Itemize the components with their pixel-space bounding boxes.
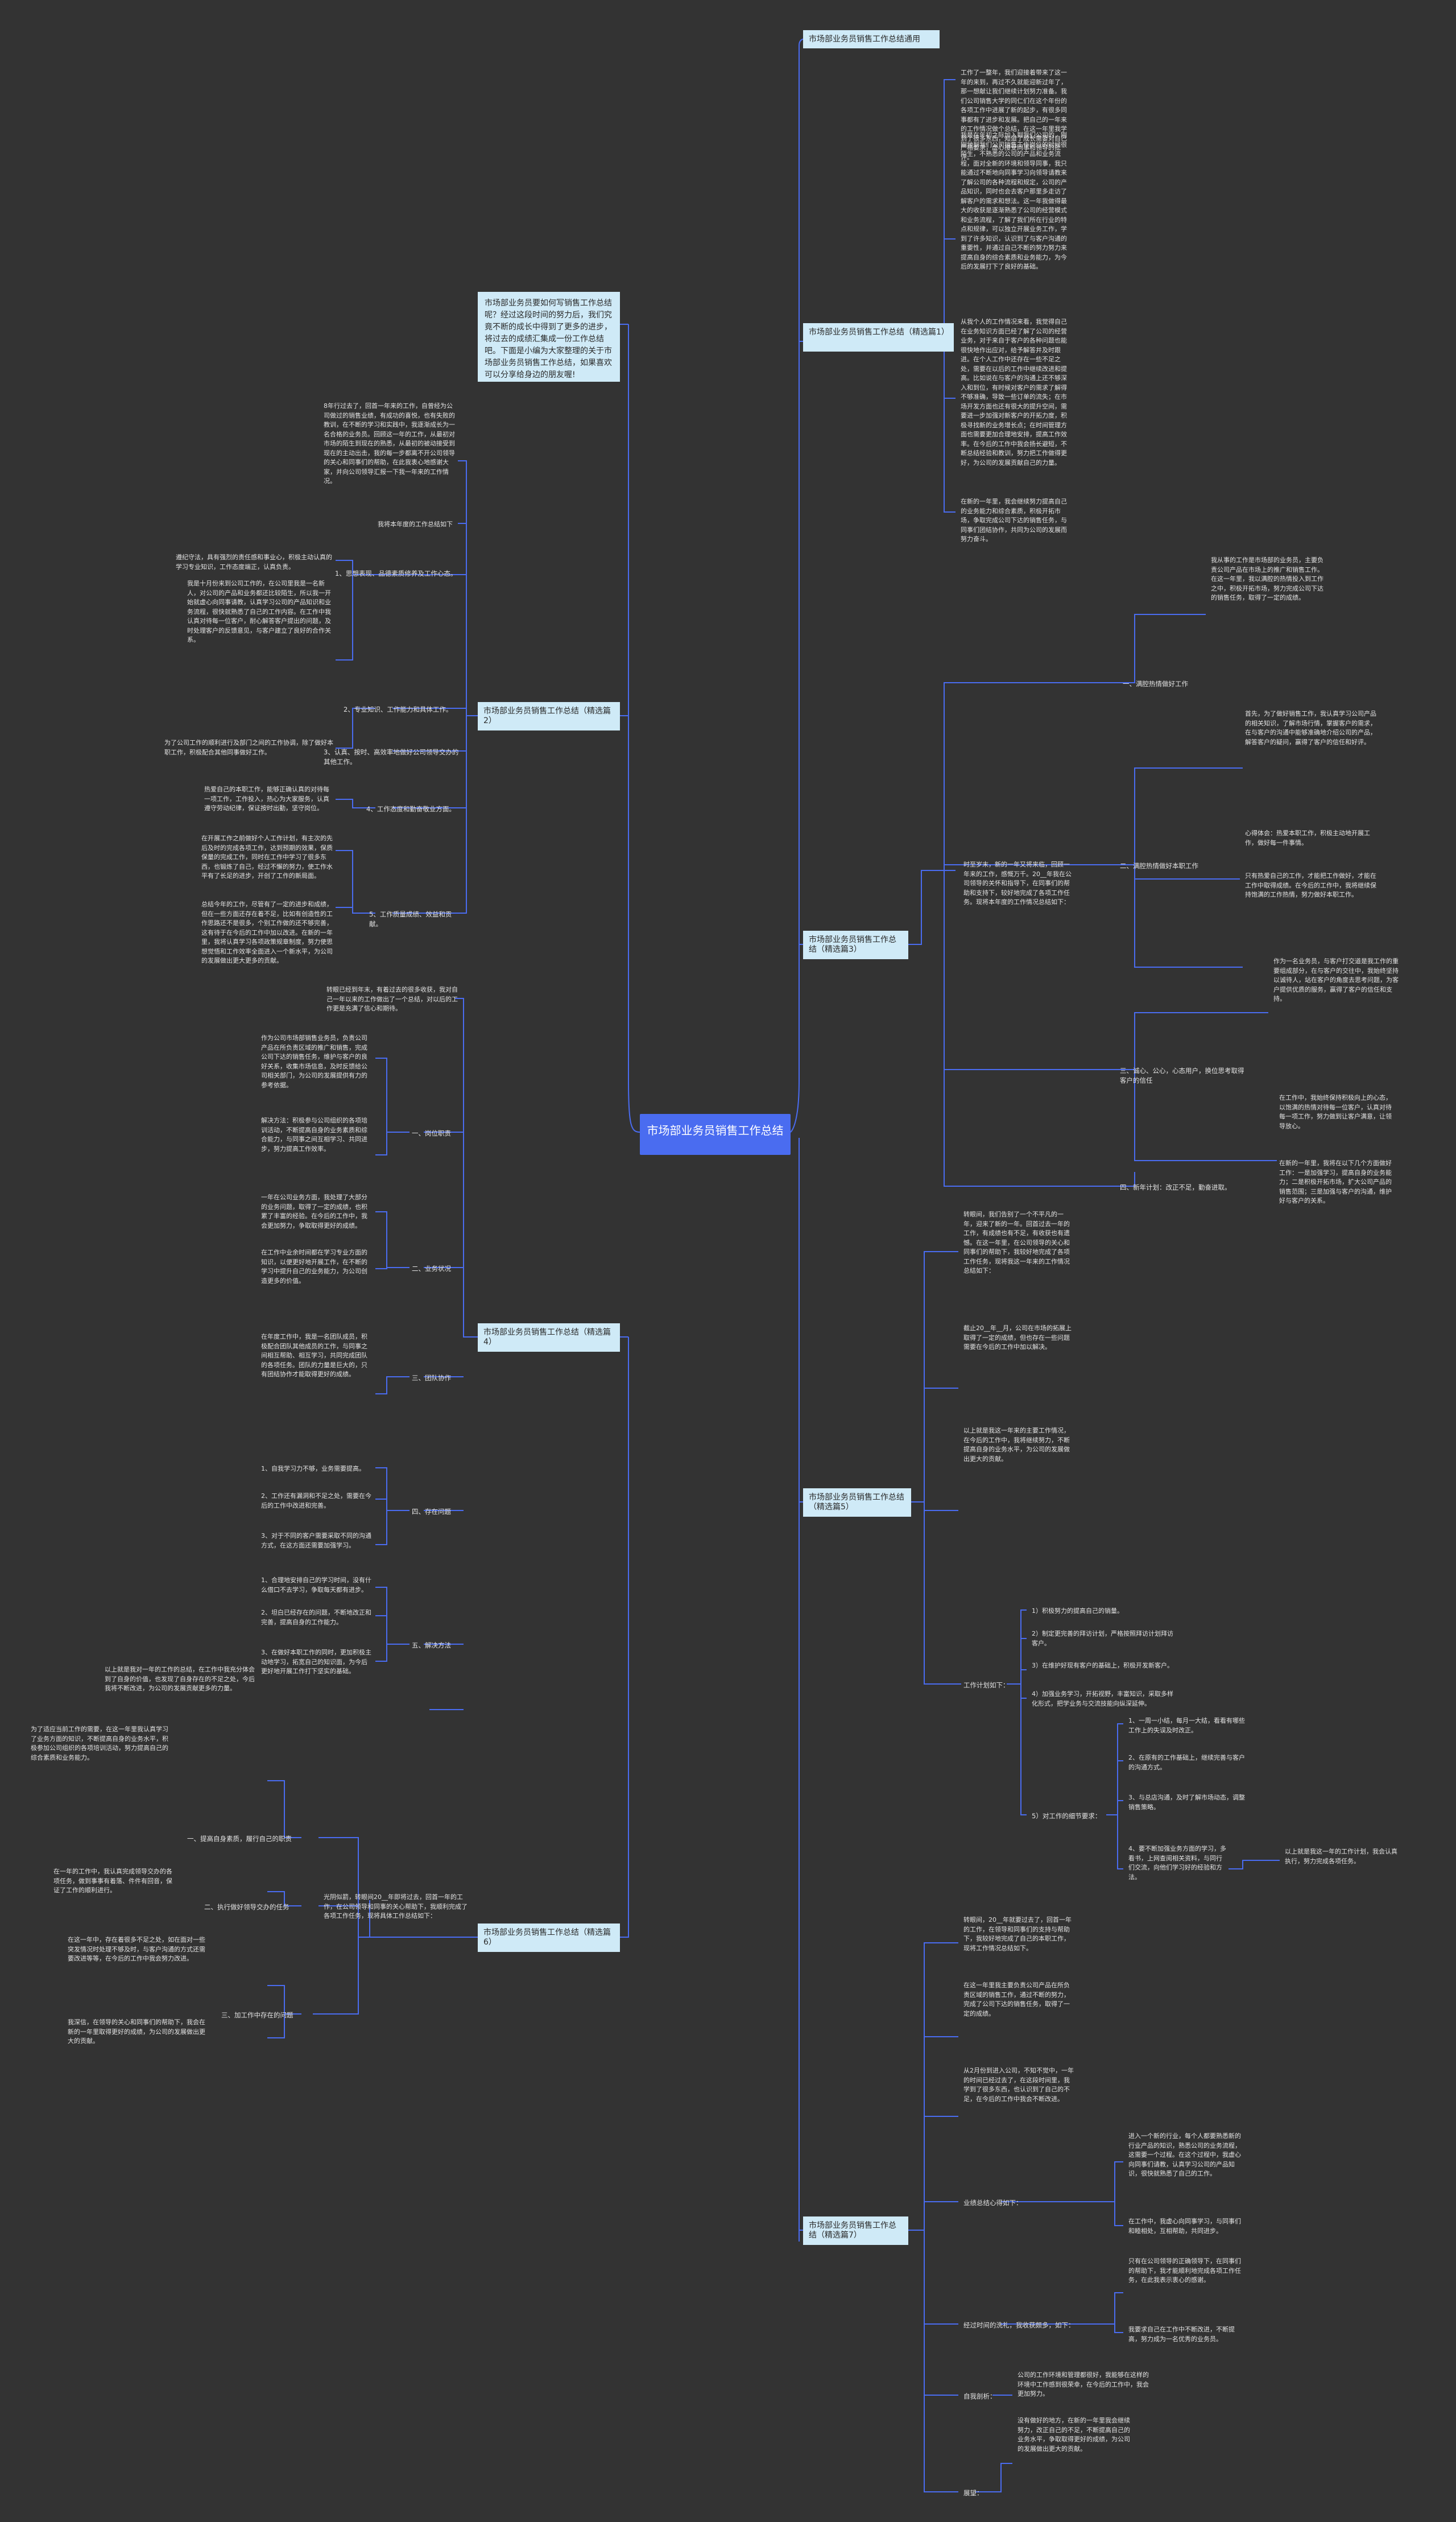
b5-goal-5a: 1、一周一小结，每月一大结，看看有哪些工作上的失误及时改正。 xyxy=(1128,1717,1245,1734)
b1-text-4: 在新的一年里，我会继续努力提高自己的业务能力和综合素质，积极开拓市场，争取完成公… xyxy=(961,498,1067,543)
b6-cat-3[interactable]: 三、加工作中存在的问题 xyxy=(221,2011,293,2019)
b4-cat-5-detail-3: 3、在做好本职工作的同时，更加积极主动地学习，拓宽自己的知识面，为今后更好地开展… xyxy=(261,1649,371,1675)
branch-1[interactable]: 市场部业务员销售工作总结（精选篇1） xyxy=(803,323,954,352)
b5-goal-5c: 3、与总店沟通，及时了解市场动态，调整销售策略。 xyxy=(1128,1794,1245,1811)
b5-lead-1: 转眼间，我们告别了一个不平凡的一年，迎来了新的一年。回首过去一年的工作，有成绩也… xyxy=(963,1211,1070,1274)
b7-cat-2b: 我要求自己在工作中不断改进，不断提高，努力成为一名优秀的业务员。 xyxy=(1128,2326,1235,2343)
b3-cat-3[interactable]: 三、诚心、公心，心态用户，换位思考取得客户的信任 xyxy=(1120,1067,1244,1084)
b3-cat-2-detail-3: 只有热爱自己的工作，才能把工作做好，才能在工作中取得成绩。在今后的工作中，我将继… xyxy=(1245,872,1376,898)
b2-cat-3-detail: 为了公司工作的顺利进行及部门之间的工作协调，除了做好本职工作，积极配合其他同事做… xyxy=(164,739,333,756)
b4-cat-1-detail-2: 解决方法：积极参与公司组织的各项培训活动，不断提高自身的业务素质和综合能力，与同… xyxy=(261,1117,367,1153)
b4-cat-4-detail-1: 1、自我学习力不够，业务需要提高。 xyxy=(261,1465,365,1472)
b7-cat-3[interactable]: 自我剖析： xyxy=(963,2392,996,2400)
b4-cat-4[interactable]: 四、存在问题 xyxy=(412,1508,451,1516)
b6-cat-3-detail-1: 在这一年中，存在着很多不足之处，如在面对一些突发情况时处理不够及时，与客户沟通的… xyxy=(68,1936,205,1962)
b4-cat-1-detail-1: 作为公司市场部销售业务员，负责公司产品在所负责区域的推广和销售，完成公司下达的销… xyxy=(261,1034,367,1089)
b2-cat-1-detail: 遵纪守法，具有强烈的责任感和事业心，积极主动认真的学习专业知识，工作态度端正，认… xyxy=(176,554,332,571)
b5-plan[interactable]: 工作计划如下： xyxy=(963,1681,1010,1689)
b4-closing: 以上就是我对一年的工作的总结，在工作中我充分体会到了自身的价值，也发现了自身存在… xyxy=(105,1666,255,1692)
b2-cat-2-detail: 我是十月份来到公司工作的，在公司里我是一名新人，对公司的产品和业务都还比较陌生，… xyxy=(187,580,331,643)
b3-cat-2-detail-2: 心得体会：热爱本职工作，积极主动地开展工作，做好每一件事情。 xyxy=(1245,829,1370,847)
b1-text-1: 工作了一整年，我们迎接着带来了这一年的来到，再过不久就能迎新过年了，那一想献让我… xyxy=(961,69,1067,161)
b1-text-2: 我是在年初之际加入到我们公司的，刚刚地到我们公司销售工作岗位的时候很陌生，不熟悉… xyxy=(961,131,1067,270)
b3-cat-4[interactable]: 四、新年计划：改正不足，勤奋进取。 xyxy=(1120,1183,1231,1191)
b5-goal-5[interactable]: 5）对工作的细节要求： xyxy=(1032,1812,1102,1820)
branch-2[interactable]: 市场部业务员销售工作总结（精选篇2） xyxy=(478,702,620,730)
b2-summary: 我将本年度的工作总结如下 xyxy=(378,521,453,528)
b3-cat-3-detail-1: 作为一名业务员，与客户打交道是我工作的重要组成部分，在与客户的交往中，我始终坚持… xyxy=(1273,957,1399,1002)
b6-cat-1-detail: 为了适应当前工作的需要，在这一年里我认真学习了业务方面的知识，不断提高自身的业务… xyxy=(31,1726,168,1761)
b6-cat-2-detail: 在一年的工作中，我认真完成领导交办的各项任务，做到事事有着落、件件有回音，保证了… xyxy=(53,1868,172,1894)
b4-cat-2[interactable]: 二、业务状况 xyxy=(412,1265,451,1273)
b2-cat-5-detail-1: 在开展工作之前做好个人工作计划，有主次的先后及时的完成各项工作，达到预期的效果，… xyxy=(201,835,333,880)
b2-cat-1[interactable]: 1、思想表现、品德素质修养及工作心态。 xyxy=(335,569,457,577)
b7-cat-2a: 只有在公司领导的正确领导下，在同事们的帮助下，我才能顺利地完成各项工作任务，在此… xyxy=(1128,2257,1241,2284)
b3-cat-4-detail: 在新的一年里，我将在以下几个方面做好工作：一是加强学习，提高自身的业务能力；二是… xyxy=(1279,1159,1392,1204)
b7-cat-1b: 在工作中，我虚心向同事学习，与同事们和睦相处，互相帮助，共同进步。 xyxy=(1128,2218,1241,2235)
b5-goal-2: 2）制定更完善的拜访计划，严格按照拜访计划拜访客户。 xyxy=(1032,1630,1173,1647)
b2-cat-5[interactable]: 5、工作质量成绩、效益和贡献。 xyxy=(369,910,452,928)
b7-lead-2: 在这一年里我主要负责公司产品在所负责区域的销售工作，通过不断的努力，完成了公司下… xyxy=(963,1982,1070,2017)
b6-cat-3-detail-2: 我深信，在领导的关心和同事们的帮助下，我会在新的一年里取得更好的成绩，为公司的发… xyxy=(68,2019,205,2045)
b5-goal-4: 4）加强业务学习，开拓视野，丰富知识，采取多样化形式，把学业务与交流技能向纵深延… xyxy=(1032,1690,1173,1707)
b7-cat-3a: 公司的工作环境和管理都很好，我能够在这样的环境中工作感到很荣幸，在今后的工作中，… xyxy=(1017,2371,1149,2397)
intro-node[interactable]: 市场部业务员要如何写销售工作总结呢？经过这段时间的努力后，我们究竟不断的成长中得… xyxy=(478,292,620,382)
b3-cat-1[interactable]: 一、满腔热情做好工作 xyxy=(1123,680,1188,688)
b4-cat-3[interactable]: 三、团队协作 xyxy=(412,1374,451,1382)
b4-cat-4-detail-2: 2、工作还有漏洞和不足之处，需要在今后的工作中改进和完善。 xyxy=(261,1492,371,1509)
b4-cat-5-detail-2: 2、坦白已经存在的问题，不断地改正和完善，提高自身的工作能力。 xyxy=(261,1609,371,1626)
b6-lead: 光阴似箭，转眼间20__年即将过去，回首一年的工作，在公司领导和同事的关心帮助下… xyxy=(324,1893,468,1920)
branch-5[interactable]: 市场部业务员销售工作总结（精选篇5） xyxy=(803,1488,911,1517)
b5-goal-3: 3）在维护好现有客户的基础上，积极开发新客户。 xyxy=(1032,1662,1173,1669)
b2-cat-4[interactable]: 4、工作态度和勤奋敬业方面。 xyxy=(366,805,456,813)
b3-lead: 时至岁末，新的一年又将来临，回顾一年来的工作，感慨万千。20__年我在公司领导的… xyxy=(963,861,1072,906)
b5-goal-1: 1）积极努力的提高自己的销量。 xyxy=(1032,1607,1123,1615)
b5-goal-5e: 以上就是我这一年的工作计划，我会认真执行，努力完成各项任务。 xyxy=(1285,1848,1397,1865)
b3-cat-2-detail-1: 首先，为了做好销售工作，我认真学习公司产品的相关知识，了解市场行情，掌握客户的需… xyxy=(1245,710,1376,746)
b2-cat-2[interactable]: 2、专业知识、工作能力和具体工作。 xyxy=(344,705,453,713)
b2-cat-5-detail-2: 总结今年的工作，尽管有了一定的进步和成绩，但在一些方面还存在着不足，比如有创造性… xyxy=(201,901,333,964)
branch-7[interactable]: 市场部业务员销售工作总结（精选篇7） xyxy=(803,2216,908,2245)
branch-6[interactable]: 市场部业务员销售工作总结（精选篇6） xyxy=(478,1924,620,1952)
b1-text-3: 从我个人的工作情况来看，我觉得自己在业务知识方面已经了解了公司的经营业务，对于来… xyxy=(961,318,1067,467)
b3-cat-2[interactable]: 二、满腔热情做好本职工作 xyxy=(1120,862,1198,870)
b7-cat-4[interactable]: 展望： xyxy=(963,2489,983,2497)
b2-cat-4-detail: 热爱自己的本职工作，能够正确认真的对待每一项工作，工作投入，热心为大家服务，认真… xyxy=(204,786,329,812)
b5-goal-5b: 2、在原有的工作基础上，继续完善与客户的沟通方式。 xyxy=(1128,1754,1245,1771)
b6-cat-2[interactable]: 二、执行做好领导交办的任务 xyxy=(204,1903,289,1911)
b4-cat-5[interactable]: 五、解决方法 xyxy=(412,1641,451,1649)
root-node[interactable]: 市场部业务员销售工作总结 xyxy=(640,1114,791,1155)
b4-cat-1[interactable]: 一、岗位职责 xyxy=(412,1129,451,1137)
b7-cat-1a: 进入一个新的行业，每个人都要熟悉新的行业产品的知识，熟悉公司的业务流程，这需要一… xyxy=(1128,2132,1241,2177)
b3-cat-3-detail-2: 在工作中，我始终保持积极向上的心态，以饱满的热情对待每一位客户，认真对待每一项工… xyxy=(1279,1094,1392,1130)
b2-cat-3[interactable]: 3、认真、按时、高效率地做好公司领导交办的其他工作。 xyxy=(324,748,459,766)
b7-cat-1[interactable]: 业绩总结心得如下： xyxy=(963,2199,1023,2207)
branch-4[interactable]: 市场部业务员销售工作总结（精选篇4） xyxy=(478,1323,620,1352)
b4-cat-3-detail: 在年度工作中，我是一名团队成员，积极配合团队其他成员的工作，与同事之间相互帮助、… xyxy=(261,1333,367,1378)
b4-lead: 转眼已经到年末，有着过去的很多收获，我对自己一年以来的工作做出了一个总结，对以后… xyxy=(326,986,458,1012)
b7-lead-1: 转眼间，20__年就要过去了，回首一年的工作，在领导和同事们的支持与帮助下，我较… xyxy=(963,1916,1072,1952)
b2-lead: 8年行过去了，回首一年来的工作，自曾经为公司做过的销售业绩，有成功的喜悦，也有失… xyxy=(324,402,455,485)
b4-cat-2-detail-2: 在工作中业余时间都在学习专业方面的知识，以便更好地开展工作，在不断的学习中提升自… xyxy=(261,1249,367,1285)
b6-cat-1[interactable]: 一、提高自身素质，履行自己的职责 xyxy=(187,1835,292,1843)
b7-cat-4a: 没有做好的地方，在新的一年里我会继续努力，改正自己的不足，不断提高自己的业务水平… xyxy=(1017,2417,1130,2453)
b5-lead-3: 以上就是我这一年来的主要工作情况，在今后的工作中，我将继续努力，不断提高自身的业… xyxy=(963,1427,1070,1463)
b7-lead-3: 从2月份到进入公司，不知不觉中，一年的时间已经过去了，在这段时间里，我学到了很多… xyxy=(963,2067,1074,2103)
b3-cat-1-detail: 我从事的工作是市场部的业务员，主要负责公司产品在市场上的推广和销售工作。在这一年… xyxy=(1211,556,1323,601)
b4-cat-2-detail-1: 一年在公司业务方面，我处理了大部分的业务问题，取得了一定的成绩，也积累了丰富的经… xyxy=(261,1194,367,1229)
b4-cat-5-detail-1: 1、合理地安排自己的学习时间，没有什么借口不去学习，争取每天都有进步。 xyxy=(261,1576,371,1594)
b7-cat-2[interactable]: 经过时间的洗礼，我收获颇多，如下： xyxy=(963,2321,1075,2329)
branch-general[interactable]: 市场部业务员销售工作总结通用 xyxy=(803,30,940,48)
branch-3[interactable]: 市场部业务员销售工作总结（精选篇3） xyxy=(803,931,908,959)
b5-goal-5d: 4、要不断加强业务方面的学习，多看书，上网查阅相关资料，与同行们交流，向他们学习… xyxy=(1128,1845,1226,1881)
b5-lead-2: 截止20__年__月，公司在市场的拓展上取得了一定的成绩，但也存在一些问题需要在… xyxy=(963,1324,1072,1351)
b4-cat-4-detail-3: 3、对于不同的客户需要采取不同的沟通方式，在这方面还需要加强学习。 xyxy=(261,1532,371,1549)
